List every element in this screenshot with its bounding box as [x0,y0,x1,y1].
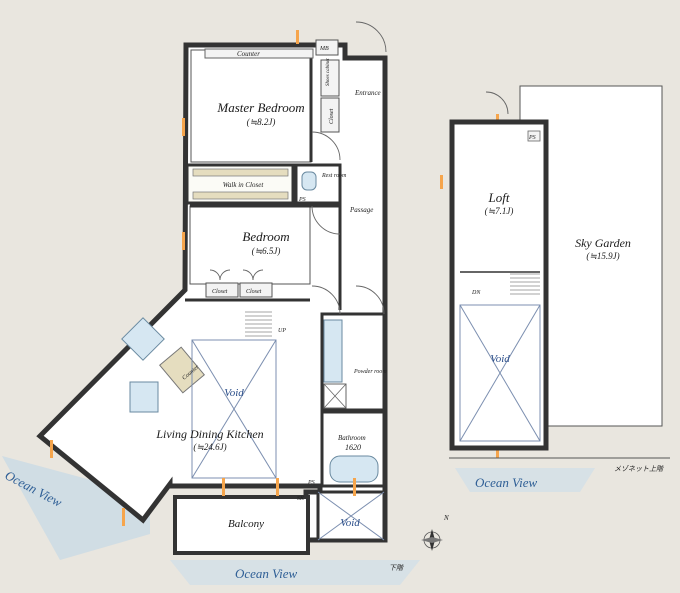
bathroom-label: Bathroom [338,434,366,442]
bedroom-size: (≒6.5J) [252,246,281,256]
ldk-label: Living Dining Kitchen [155,427,263,441]
ocean-view-sweeps [2,456,595,585]
balcony-area [173,495,310,555]
counter-label-top: Counter [237,50,260,58]
shoes-cabinet-label: Shoes cabinet [326,58,331,86]
loft-label: Loft [488,190,510,205]
upper-floor-label: メゾネット上階 [614,465,664,473]
void-lower-label: Void [340,517,360,529]
powder-room-label: Powder room [353,369,387,375]
dn-label: DN [471,290,481,296]
sk-label: SK [297,496,305,502]
loft-outer-wall [449,119,549,451]
sky-garden-size: (≒15.9J) [586,251,619,261]
ldk-size: (≒24.6J) [193,442,226,452]
master-bedroom-size: (≒8.2J) [247,117,276,127]
window-marks [50,30,548,526]
bathroom-size: 1620 [345,443,361,452]
compass-icon [421,529,443,551]
walk-in-closet-label: Walk in Closet [223,181,265,189]
passage-label: Passage [349,206,373,214]
rest-room-label: Rest room [321,173,347,179]
up-label: UP [278,328,286,334]
mb-label: MB [319,46,329,52]
void-upper-label: Void [224,387,244,399]
ocean-view-label-bottom: Ocean View [235,566,298,581]
upper-void-label: Void [490,353,510,365]
ocean-view-label-right: Ocean View [475,475,538,490]
closet-left-label: Closet [212,289,228,295]
upper-ps-label: PS [528,135,536,141]
bedroom-label: Bedroom [242,229,289,244]
closet-right-label: Closet [246,289,262,295]
ps-rest-label: PS [298,197,306,203]
lower-floor [36,21,388,555]
upper-floor [449,85,670,459]
loft-size: (≒7.1J) [485,206,514,216]
master-bedroom-label: Master Bedroom [216,100,304,115]
closet-master-label: Closet [329,108,335,124]
balcony-label: Balcony [228,518,264,530]
ps-bottom-label: PS [307,480,315,486]
lower-floor-label: 下階 [389,564,404,572]
sky-garden-label: Sky Garden [575,236,631,250]
entrance-label: Entrance [354,89,381,97]
compass-label: N [443,514,449,522]
